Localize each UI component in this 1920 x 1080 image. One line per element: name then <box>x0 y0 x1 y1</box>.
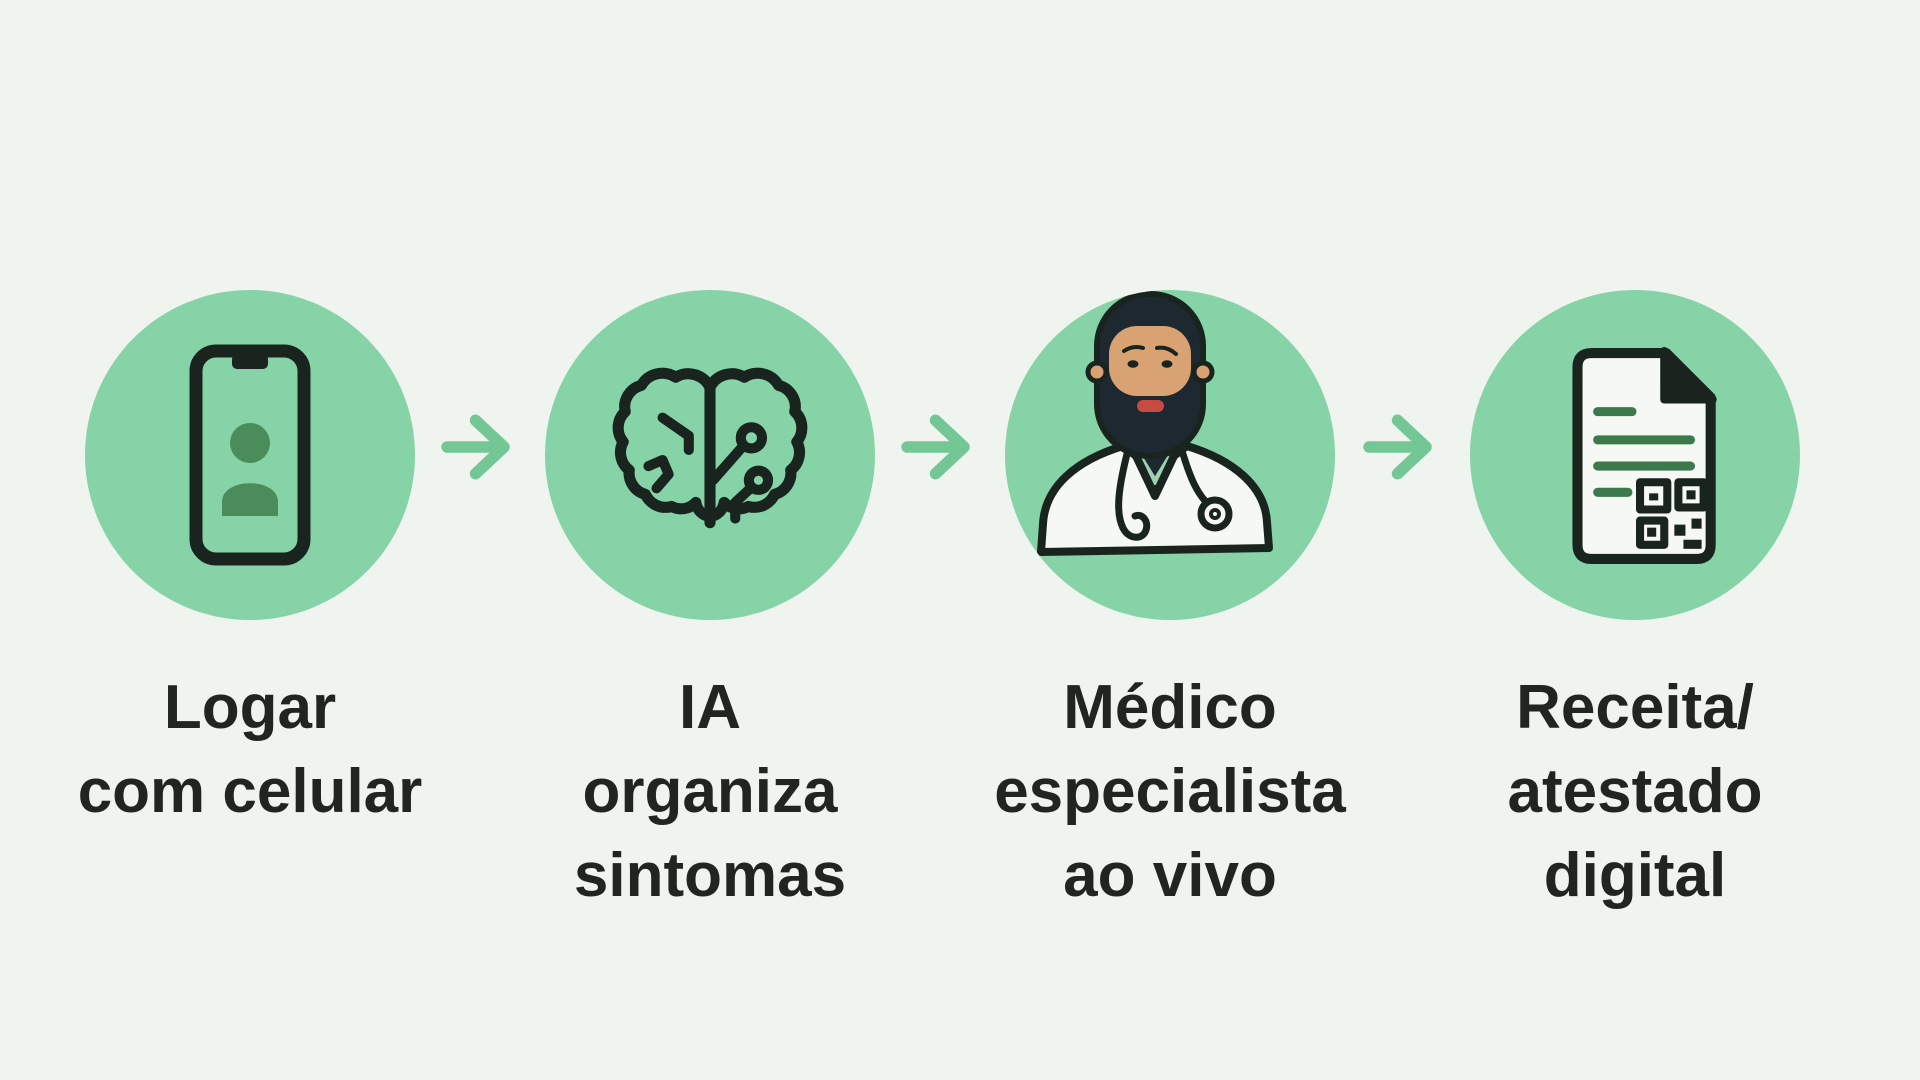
step-2-circle <box>545 290 875 620</box>
flow-arrow-icon <box>1363 414 1432 480</box>
step-4-circle <box>1470 290 1800 620</box>
mouth <box>1137 400 1164 412</box>
doctor-illustration <box>1037 291 1273 556</box>
doctor-head <box>1085 291 1215 459</box>
ear-right <box>1191 360 1215 384</box>
brain-fold-lines <box>643 412 694 494</box>
step-4-label: Receita/ atestado digital <box>1507 673 1763 910</box>
ai-brain-circuit-icon <box>604 349 816 529</box>
eye-left <box>1127 360 1139 368</box>
user-avatar-icon <box>222 423 278 516</box>
eyebrows <box>1122 345 1178 356</box>
step-3: Médico especialista ao vivo <box>990 290 1350 918</box>
step-1: Logar com celular <box>70 290 430 834</box>
circuit-nodes <box>707 422 774 524</box>
flow-arrow-icon <box>441 414 510 480</box>
step-1-label: Logar com celular <box>77 673 423 826</box>
step-3-label: Médico especialista ao vivo <box>994 673 1346 910</box>
step-3-circle <box>1005 290 1335 620</box>
phone-notch <box>232 354 268 369</box>
flow-arrow-icon <box>901 414 970 480</box>
page-fold-corner <box>1660 347 1717 404</box>
step-2-label: IA organiza sintomas <box>573 673 847 910</box>
document-qr-code-icon <box>1572 347 1717 564</box>
step-2: IA organiza sintomas <box>530 290 890 918</box>
eye-right <box>1161 360 1173 368</box>
document-text-lines <box>1593 407 1696 497</box>
smartphone-user-login-icon <box>189 344 311 566</box>
stethoscope-icon <box>1115 450 1233 541</box>
qr-code-icon <box>1636 478 1708 549</box>
step-1-circle <box>85 290 415 620</box>
ear-left <box>1085 360 1109 384</box>
step-4: Receita/ atestado digital <box>1455 290 1815 918</box>
